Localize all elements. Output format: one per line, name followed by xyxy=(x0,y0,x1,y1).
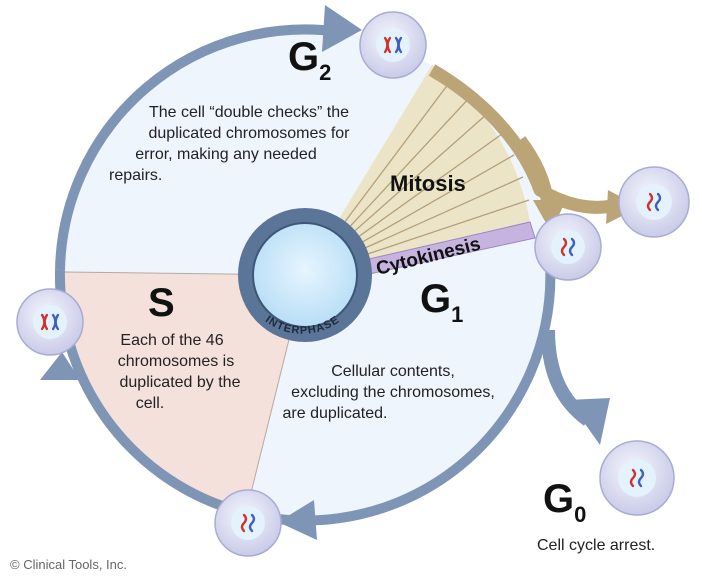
g1-title: G1 xyxy=(420,277,463,327)
g0-title: G0 xyxy=(543,477,586,527)
chromosome-icon xyxy=(240,513,256,533)
cell-g0 xyxy=(599,440,675,516)
ring-arrowhead-top xyxy=(322,5,362,52)
g1-description: Cellular contents, excluding the chromos… xyxy=(283,363,495,422)
chromosome-icon xyxy=(629,468,645,488)
copyright-credit: © Clinical Tools, Inc. xyxy=(10,557,127,572)
mitosis-arrow-head-down xyxy=(533,200,566,232)
nucleus xyxy=(252,222,358,328)
s-desc-line: Each of the 46 xyxy=(120,332,223,349)
cell-bottom xyxy=(214,489,282,557)
mitosis-label: Mitosis xyxy=(390,171,466,196)
g2-desc-line: repairs. xyxy=(109,167,162,184)
cell-s-left xyxy=(16,288,84,356)
g2-desc-line: error, making any needed xyxy=(135,146,316,163)
s-desc-line: chromosomes is xyxy=(118,353,234,370)
s-desc-line: cell. xyxy=(136,395,164,412)
g2-description: The cell “double checks” the duplicated … xyxy=(109,104,350,184)
s-description: Each of the 46 chromosomes is duplicated… xyxy=(118,332,241,412)
g0-arrowhead xyxy=(568,398,610,445)
chromosome-icon xyxy=(560,237,576,257)
cell-g2-top xyxy=(359,11,427,79)
g2-title: G2 xyxy=(288,35,331,85)
g1-desc-line: are duplicated. xyxy=(283,405,388,422)
g1-desc-line: Cellular contents, xyxy=(331,363,455,380)
s-title: S xyxy=(148,281,175,325)
cell-daughter-1 xyxy=(534,213,602,281)
ring-arrowhead-bottom xyxy=(278,500,317,540)
chromosome-icon xyxy=(383,36,403,54)
g2-desc-line: duplicated chromosomes for xyxy=(149,125,351,142)
ring-arrowhead-left xyxy=(40,352,80,380)
mitosis-sector xyxy=(305,65,530,275)
s-phase-sector xyxy=(63,272,305,513)
s-desc-line: duplicated by the xyxy=(120,374,241,391)
chromosome-icon xyxy=(646,192,662,212)
cycle-ring-top xyxy=(55,24,341,271)
mitosis-arrow-branch xyxy=(514,136,555,206)
g0-description: Cell cycle arrest. xyxy=(537,537,655,554)
chromosome-icon xyxy=(40,313,60,331)
cell-daughter-2 xyxy=(618,166,690,238)
g2-desc-line: The cell “double checks” the xyxy=(149,104,349,121)
g1-desc-line: excluding the chromosomes, xyxy=(291,384,495,401)
